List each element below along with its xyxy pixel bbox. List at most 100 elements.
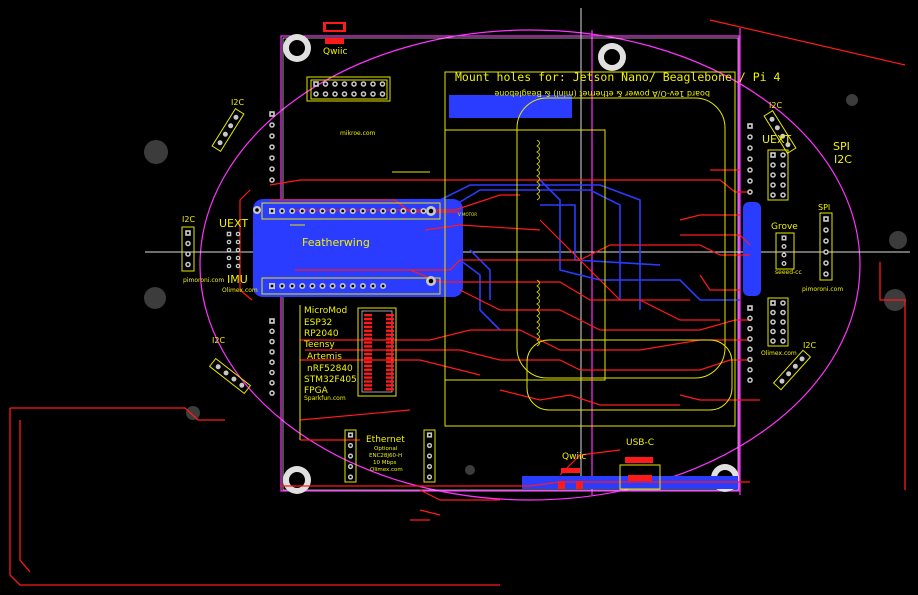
- vmotor-label: V MOTOR: [458, 212, 477, 217]
- mirror-bottom-text: board 1ev-O/A power & ethernet (mini) & …: [494, 89, 710, 98]
- micromod-pad: [364, 329, 372, 332]
- mikroe-pin-hole: [381, 92, 384, 96]
- mikroe-pin-hole: [333, 82, 337, 86]
- micromod-pad: [386, 317, 394, 321]
- mount-holes-label: Mount holes for: Jetson Nano/ Beaglebone…: [455, 70, 780, 84]
- i2c-right-top-connector: [763, 110, 797, 154]
- micromod-pad: [386, 321, 394, 325]
- left-pin-upper-hole: [270, 145, 274, 149]
- uext-right-pin-hole: [781, 153, 785, 157]
- grove-pin-hole: [782, 262, 786, 265]
- eth-left-pin-hole: [349, 475, 352, 479]
- usb-c-connector: [619, 457, 661, 490]
- feather-pin-top-hole: [391, 209, 395, 213]
- feather-pin-top-hole: [412, 209, 415, 213]
- feather-pin-bottom-hole: [311, 284, 314, 288]
- uext-right2-pin-hole: [781, 339, 785, 343]
- ethernet-label: Ethernet: [366, 435, 405, 445]
- uext-right-pin-hole: [771, 173, 775, 177]
- uext-right2-pin-hole: [771, 301, 775, 305]
- micromod-pad: [364, 333, 372, 336]
- micromod-pad: [386, 380, 394, 383]
- i2c-right-bottom-connector: [772, 349, 812, 391]
- i2c-left-bottom-connector: [208, 357, 252, 395]
- micromod-pad: [386, 384, 394, 387]
- feather-pin-top-hole: [371, 209, 375, 213]
- feather-pin-bottom-hole: [331, 284, 334, 288]
- right-pin-upper-hole: [748, 168, 752, 172]
- eth-right-pin-hole: [428, 465, 431, 468]
- mikroe-pin-hole: [343, 92, 346, 96]
- uext-right-label: UEXT: [762, 133, 791, 146]
- drill-holes: [144, 94, 907, 475]
- left-pin-upper-hole: [270, 178, 274, 182]
- right-edge-pins: [747, 123, 753, 383]
- right-pin-lower-hole: [748, 347, 752, 351]
- left-pin-lower-hole: [270, 319, 274, 323]
- micromod-pad: [364, 388, 372, 391]
- qwiic-bottom-label: Qwiic: [562, 452, 586, 462]
- ethernet-optional: Optional: [374, 446, 398, 452]
- uext-right-pin-hole: [781, 193, 785, 197]
- i2c-spi-label: I2C: [834, 153, 852, 166]
- micromod-pad: [364, 372, 372, 375]
- featherwing-label: Featherwing: [302, 236, 370, 249]
- micromod-rp2040: RP2040: [304, 329, 339, 339]
- uext-right2-pin-hole: [781, 301, 785, 305]
- i2c-left-top-label: I2C: [231, 98, 244, 107]
- uext-left-pin-hole: [227, 256, 231, 260]
- left-pin-lower-hole: [270, 360, 274, 364]
- feather-pin-top-hole: [300, 209, 304, 213]
- grove-pin-hole: [782, 253, 786, 257]
- i2c-left-mid-pin-hole: [186, 231, 190, 235]
- micromod-pads: [364, 314, 394, 391]
- right-pin-upper-hole: [748, 179, 752, 183]
- micromod-pad: [386, 353, 394, 356]
- micromod-stm32: STM32F405: [304, 375, 357, 385]
- olimex-right-label: Olimex.com: [761, 350, 797, 357]
- right-pin-upper-hole: [748, 124, 752, 128]
- right-pin-upper-hole: [748, 157, 752, 161]
- micromod-pad: [364, 353, 372, 356]
- right-pin-upper-hole: [748, 146, 752, 150]
- mikroe-pin-hole: [352, 82, 356, 86]
- uext-right-pin-hole: [771, 153, 775, 157]
- i2c-right-top-label: I2C: [769, 101, 782, 110]
- spi-right-pin-hole: [824, 239, 828, 243]
- micromod-pad: [386, 388, 394, 391]
- micromod-pad: [364, 368, 372, 371]
- right-pin-lower-hole: [748, 327, 752, 330]
- micromod-pad: [364, 384, 372, 387]
- feather-pin-top-hole: [341, 209, 345, 213]
- spi-label: SPI: [833, 140, 850, 153]
- ethernet-speed: 10 Mbps: [373, 460, 396, 466]
- micromod-pad: [386, 325, 394, 329]
- uext-right-pin-hole: [781, 163, 785, 167]
- eth-left-pin-hole: [349, 454, 352, 458]
- uext-left-pin-hole: [236, 264, 240, 268]
- left-pin-upper-hole: [270, 112, 274, 116]
- micromod-pad: [364, 325, 372, 329]
- mikroe-pin-hole: [324, 92, 327, 96]
- imu-label: IMU: [227, 273, 248, 286]
- olimex-left-label: Olimex.com: [222, 287, 258, 294]
- spi-right-outline: [819, 212, 833, 281]
- feather-pin-top-hole: [361, 209, 365, 213]
- feather-pin-top-hole: [311, 209, 314, 213]
- left-pin-upper-hole: [270, 134, 274, 138]
- micromod-pad: [386, 372, 394, 375]
- spi-right-pin-hole: [824, 250, 828, 254]
- uext-right2-pin-hole: [781, 330, 785, 333]
- i2c-left-mid-connector: [181, 226, 195, 272]
- micromod-pad: [364, 364, 372, 368]
- micromod-pad: [386, 349, 394, 352]
- featherwing-pins: [253, 202, 441, 295]
- feather-pin-bottom-hole: [351, 284, 355, 288]
- i2c-left-mid-label: I2C: [182, 215, 195, 224]
- spi-right-pin-hole: [824, 261, 828, 265]
- micromod-pad: [364, 360, 372, 364]
- eth-right-outline: [423, 429, 436, 483]
- mikroe-pin-hole: [362, 82, 365, 86]
- i2c-left-mid-pin-hole: [186, 263, 190, 266]
- eth-right-pin-hole: [428, 454, 431, 458]
